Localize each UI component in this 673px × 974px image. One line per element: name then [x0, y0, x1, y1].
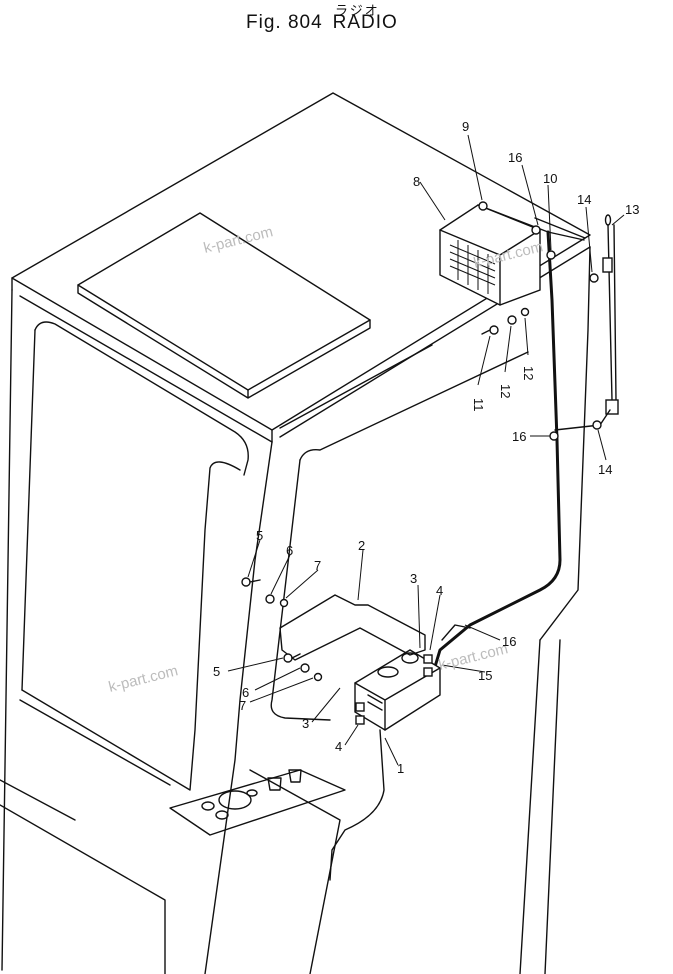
- door-pillar: [204, 246, 591, 974]
- watermark: k-part.com: [107, 662, 180, 696]
- watermark: k-part.com: [202, 223, 275, 257]
- callout-6: 6: [242, 685, 249, 700]
- callout-3: 3: [302, 716, 309, 731]
- callout-3: 3: [410, 571, 417, 586]
- callout-15: 15: [478, 668, 492, 683]
- callout-10: 11: [471, 398, 486, 412]
- callout-16: 16: [502, 634, 516, 649]
- callout-11: 12: [498, 384, 513, 398]
- callout-7: 7: [314, 558, 321, 573]
- callout-16: 16: [508, 150, 522, 165]
- antenna: [602, 214, 619, 415]
- figure-name: RADIO: [332, 12, 398, 33]
- figure-number: Fig. 804: [246, 12, 323, 33]
- callout-9: 9: [462, 119, 469, 134]
- callout-13: 13: [625, 202, 639, 217]
- callout-7: 7: [239, 698, 246, 713]
- figure-title: Fig. 804 RADIO: [246, 12, 408, 34]
- callout-12: 12: [521, 366, 536, 380]
- leader-lines: [227, 134, 625, 766]
- callout-8: 8: [413, 174, 420, 189]
- callout-14: 14: [598, 462, 612, 477]
- radio-unit: [354, 649, 441, 731]
- callout-16: 16: [512, 429, 526, 444]
- mounting-bracket: [279, 594, 426, 661]
- antenna-cable: [329, 230, 611, 881]
- cab-front-frame: [0, 289, 249, 974]
- roof-hatch: [77, 212, 371, 399]
- callout-6: 6: [286, 543, 293, 558]
- callout-4: 4: [436, 583, 443, 598]
- callout-5: 5: [213, 664, 220, 679]
- callout-5: 5: [256, 528, 263, 543]
- callout-14: 14: [577, 192, 591, 207]
- callout-2: 2: [358, 538, 365, 553]
- callout-4: 4: [335, 739, 342, 754]
- dashboard-console: [169, 769, 346, 836]
- subtitle-japanese: ラジオ: [335, 4, 380, 19]
- callout-9: 10: [543, 171, 557, 186]
- callout-1: 1: [397, 761, 404, 776]
